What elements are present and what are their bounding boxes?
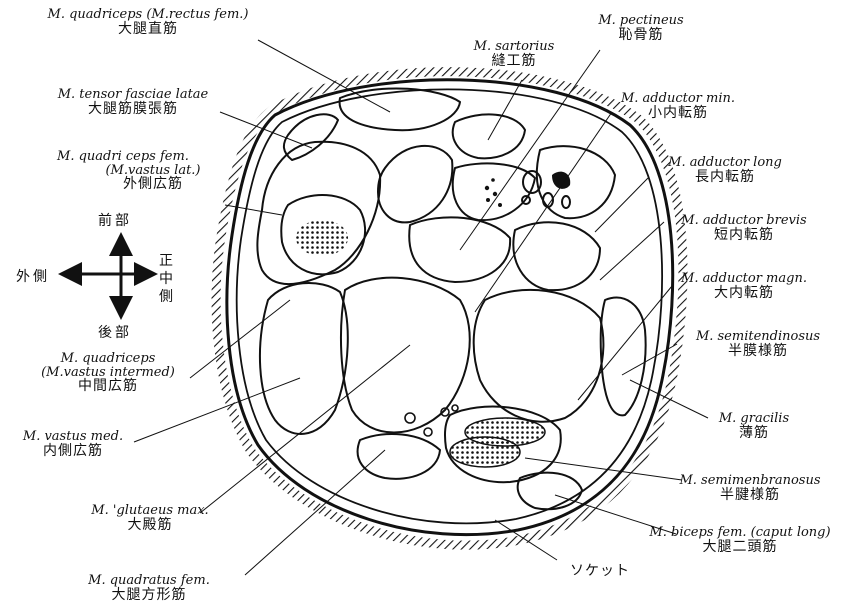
pectineus-shape	[453, 163, 535, 220]
gracilis-shape	[601, 298, 646, 416]
adductor-brevis-shape	[513, 222, 600, 290]
vastus-intermedius-shape	[378, 146, 452, 223]
label-vastus-lateralis: M. quadri ceps fem. (M.vastus lat.) 外側広筋	[8, 150, 238, 192]
label-adductor-brevis: M. adductor brevis 短内転筋	[654, 214, 834, 242]
quadratus-shape	[358, 434, 440, 479]
nerve-dotted-lower	[450, 437, 520, 467]
label-sartorius: M. sartorius 縫工筋	[454, 40, 574, 68]
label-rectus-femoris: M. quadriceps (M.rectus fem.) 大腿直筋	[8, 8, 288, 36]
tensor-shape	[284, 114, 338, 160]
direction-lateral: 外側	[16, 266, 50, 286]
vastus-medialis-shape	[260, 283, 348, 434]
adductor-magnus-shape	[474, 290, 604, 422]
label-adductor-long: M. adductor long 長内転筋	[640, 156, 810, 184]
label-tensor-fasciae-latae: M. tensor fasciae latae 大腿筋膜張筋	[8, 88, 258, 116]
label-glutaeus-max: M. 'glutaeus max. 大殿筋	[80, 504, 220, 532]
sartorius-shape	[453, 114, 525, 158]
label-vastus-intermedius: M. quadriceps (M.vastus intermed) 中間広筋	[8, 352, 208, 394]
label-pectineus: M. pectineus 恥骨筋	[576, 14, 706, 42]
posterior-compartment-shape	[341, 278, 470, 433]
socket-outline	[227, 80, 673, 535]
femur-marrow	[296, 220, 348, 256]
label-quadratus-femoris: M. quadratus fem. 大腿方形筋	[64, 574, 234, 602]
label-semimembranosus: M. semimenbranosus 半腱様筋	[650, 474, 850, 502]
direction-posterior: 後部	[98, 322, 132, 342]
label-socket: ソケット	[570, 564, 630, 579]
label-adductor-min: M. adductor min. 小内転筋	[598, 92, 758, 120]
direction-medial: 正中側	[158, 252, 174, 306]
label-vastus-medialis: M. vastus med. 内側広筋	[8, 430, 138, 458]
label-gracilis: M. gracilis 薄筋	[704, 412, 804, 440]
label-semitendinosus: M. semitendinosus 半膜様筋	[668, 330, 848, 358]
label-adductor-magn: M. adductor magn. 大内転筋	[664, 272, 824, 300]
label-biceps-femoris: M. biceps fem. (caput long) 大腿二頭筋	[620, 526, 860, 554]
direction-anterior: 前部	[98, 210, 132, 230]
direction-arrows	[64, 238, 152, 314]
